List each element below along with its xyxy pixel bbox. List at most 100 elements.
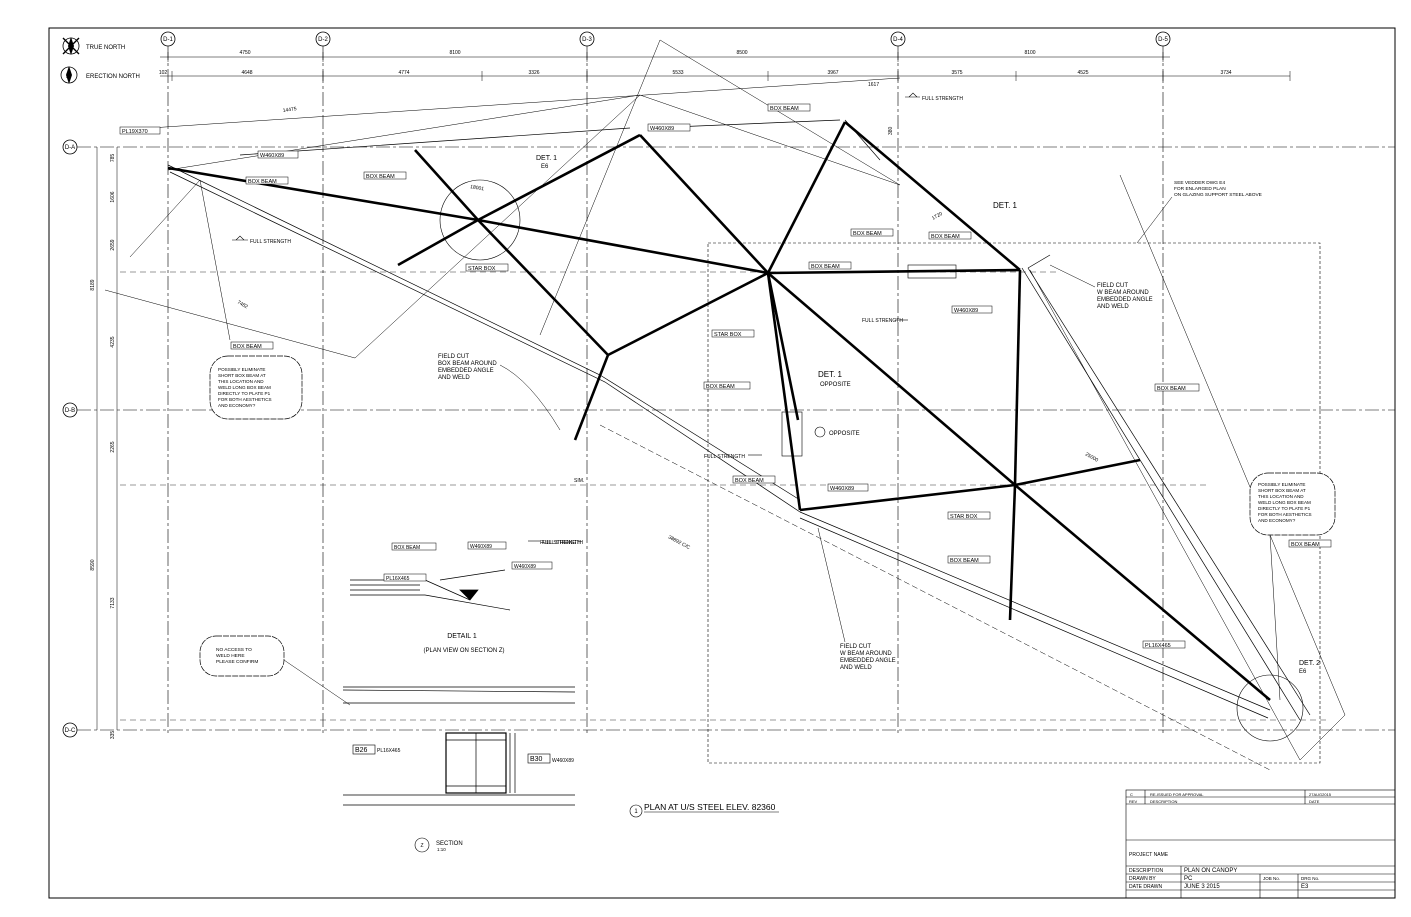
note-field-cut-bottom: FIELD CUT W BEAM AROUND EMBEDDED ANGLE A… [817,527,896,671]
beam-tag: STAR BOX [947,511,991,520]
svg-text:W460X89: W460X89 [552,758,574,764]
svg-text:4235: 4235 [110,336,116,347]
det1-label-top: DET. 1 [993,201,1018,210]
svg-text:FULL STRENGTH: FULL STRENGTH [540,540,581,546]
top-dimensions: 4750 8100 8500 8100 102 4648 4774 3326 5… [159,50,1291,81]
plan-title: 1 PLAN AT U/S STEEL ELEV. 82360 [629,802,779,818]
svg-text:SEE VEDDER DWG E4: SEE VEDDER DWG E4 [1174,180,1226,186]
detail-labels: DET. 1 E6 DET. 1 DET. 1 OPPOSITE OPPOSIT… [536,155,1320,675]
svg-text:DATE DRAWN: DATE DRAWN [1129,884,1162,890]
svg-text:FULL STRENGTH: FULL STRENGTH [862,318,903,324]
svg-text:RE-ISSUED FOR APPROVAL: RE-ISSUED FOR APPROVAL [1150,792,1204,797]
opposite-label-2: OPPOSITE [829,431,860,437]
svg-text:FOR BOTH AESTHETICS: FOR BOTH AESTHETICS [218,397,272,402]
svg-text:W460X89: W460X89 [470,544,492,550]
svg-text:JUNE 3 2015: JUNE 3 2015 [1184,884,1220,890]
svg-text:FIELD CUT: FIELD CUT [1097,283,1128,289]
svg-text:JOB No.: JOB No. [1263,876,1280,881]
svg-text:REV: REV [1129,799,1138,804]
beam-tag: W460X89 [827,483,869,492]
svg-text:DIRECTLY TO PLATE P1: DIRECTLY TO PLATE P1 [1258,506,1311,511]
beam-tag: W460X89 [951,305,993,314]
svg-text:Z: Z [420,843,423,849]
svg-text:BOX BEAM: BOX BEAM [770,106,799,112]
svg-text:FOR BOTH AESTHETICS: FOR BOTH AESTHETICS [1258,512,1312,517]
e6-label-right: E6 [1299,669,1307,675]
svg-text:D-C: D-C [65,728,76,734]
svg-text:380: 380 [888,126,894,135]
detail-1-subtitle: (PLAN VIEW ON SECTION Z) [423,648,504,654]
svg-text:3575: 3575 [951,70,962,76]
svg-text:SECTION: SECTION [436,841,463,847]
svg-text:1720: 1720 [931,211,944,222]
det1-label-left: DET. 1 [536,155,557,162]
svg-text:BOX BEAM: BOX BEAM [735,478,764,484]
svg-text:7133: 7133 [110,597,116,608]
grid-col-bubbles: D-1 D-2 D-3 D-4 D-5 [160,31,1171,47]
weld-symbols: FULL STRENGTH FULL STRENGTH FULL STRENGT… [232,92,963,546]
svg-text:DATE: DATE [1309,799,1320,804]
beam-tag: BOX BEAM [363,171,407,180]
grid-bubble-dc: D-C [62,722,78,738]
svg-text:AND WELD: AND WELD [1097,304,1129,310]
svg-text:FULL STRENGTH: FULL STRENGTH [704,454,745,460]
svg-text:27AUG2015: 27AUG2015 [1309,792,1332,797]
dim-top-3: 8500 [736,50,747,56]
svg-text:D-A: D-A [65,145,75,151]
svg-text:785: 785 [110,154,116,163]
svg-text:PL16X465: PL16X465 [386,576,410,582]
det1-label-mid: DET. 1 [818,370,843,379]
beam-tag: BOX BEAM [230,341,274,350]
grid-bubble-d1: D-1 [160,31,176,47]
note-field-cut-right: FIELD CUT W BEAM AROUND EMBEDDED ANGLE A… [1049,264,1153,310]
svg-text:W460X89: W460X89 [650,126,674,132]
svg-text:PLEASE CONFIRM: PLEASE CONFIRM [216,659,258,665]
grid-row-bubbles: D-A D-B D-C [62,139,78,738]
svg-text:BOX BEAM: BOX BEAM [248,179,277,185]
svg-text:W460X89: W460X89 [514,564,536,570]
grid-bubble-d3: D-3 [579,31,595,47]
svg-text:38892 C/C: 38892 C/C [667,534,691,551]
cloud-note-left: POSSIBLY ELIMINATE SHORT BOX BEAM AT THI… [209,355,303,420]
svg-text:NO ACCESS TO: NO ACCESS TO [216,647,252,653]
svg-text:BOX BEAM: BOX BEAM [811,264,840,270]
secondary-grid-lines [120,271,1330,721]
svg-text:3967: 3967 [827,70,838,76]
svg-text:EMBEDDED ANGLE: EMBEDDED ANGLE [840,658,896,664]
beam-tag: BOX BEAM [732,475,776,484]
beam-tag: BOX BEAM [703,381,751,390]
drawing-description: PLAN ON CANOPY [1184,868,1237,874]
beam-tag: PL19X370 [119,126,161,135]
svg-text:B30: B30 [530,756,543,763]
svg-text:AND ECONOMY?: AND ECONOMY? [218,403,256,408]
svg-text:ON GLAZING SUPPORT STEEL ABOVE: ON GLAZING SUPPORT STEEL ABOVE [1174,192,1262,198]
true-north-label: TRUE NORTH [86,45,125,51]
beam-tag: BOX BEAM [928,231,972,240]
plan-title-text: PLAN AT U/S STEEL ELEV. 82360 [644,802,776,812]
svg-text:D-1: D-1 [163,37,173,43]
svg-text:STAR BOX: STAR BOX [714,332,742,338]
svg-text:W BEAM AROUND: W BEAM AROUND [1097,290,1149,296]
svg-text:3326: 3326 [528,70,539,76]
svg-text:8590: 8590 [90,559,96,570]
svg-text:WELD HERE: WELD HERE [216,653,245,659]
beam-tag: BOX BEAM [947,555,991,564]
beam-members [167,119,1311,721]
svg-text:STAR BOX: STAR BOX [468,266,496,272]
svg-text:DESCRIPTION: DESCRIPTION [1129,868,1164,874]
svg-text:4774: 4774 [398,70,409,76]
svg-text:BOX BEAM: BOX BEAM [1291,542,1320,548]
dim-top-4: 8100 [1024,50,1035,56]
svg-text:335: 335 [110,731,116,740]
svg-text:FULL STRENGTH: FULL STRENGTH [542,540,583,546]
grid-bubble-da: D-A [62,139,78,155]
beam-tag: BOX BEAM [1154,383,1200,392]
north-arrows: TRUE NORTH N ERECTION NORTH [60,37,140,84]
svg-text:14475: 14475 [282,106,297,114]
dim-top-2: 8100 [449,50,460,56]
svg-text:DRG No.: DRG No. [1301,876,1319,881]
beam-tag: STAR BOX [465,263,509,272]
grid-bubble-d4: D-4 [890,31,906,47]
